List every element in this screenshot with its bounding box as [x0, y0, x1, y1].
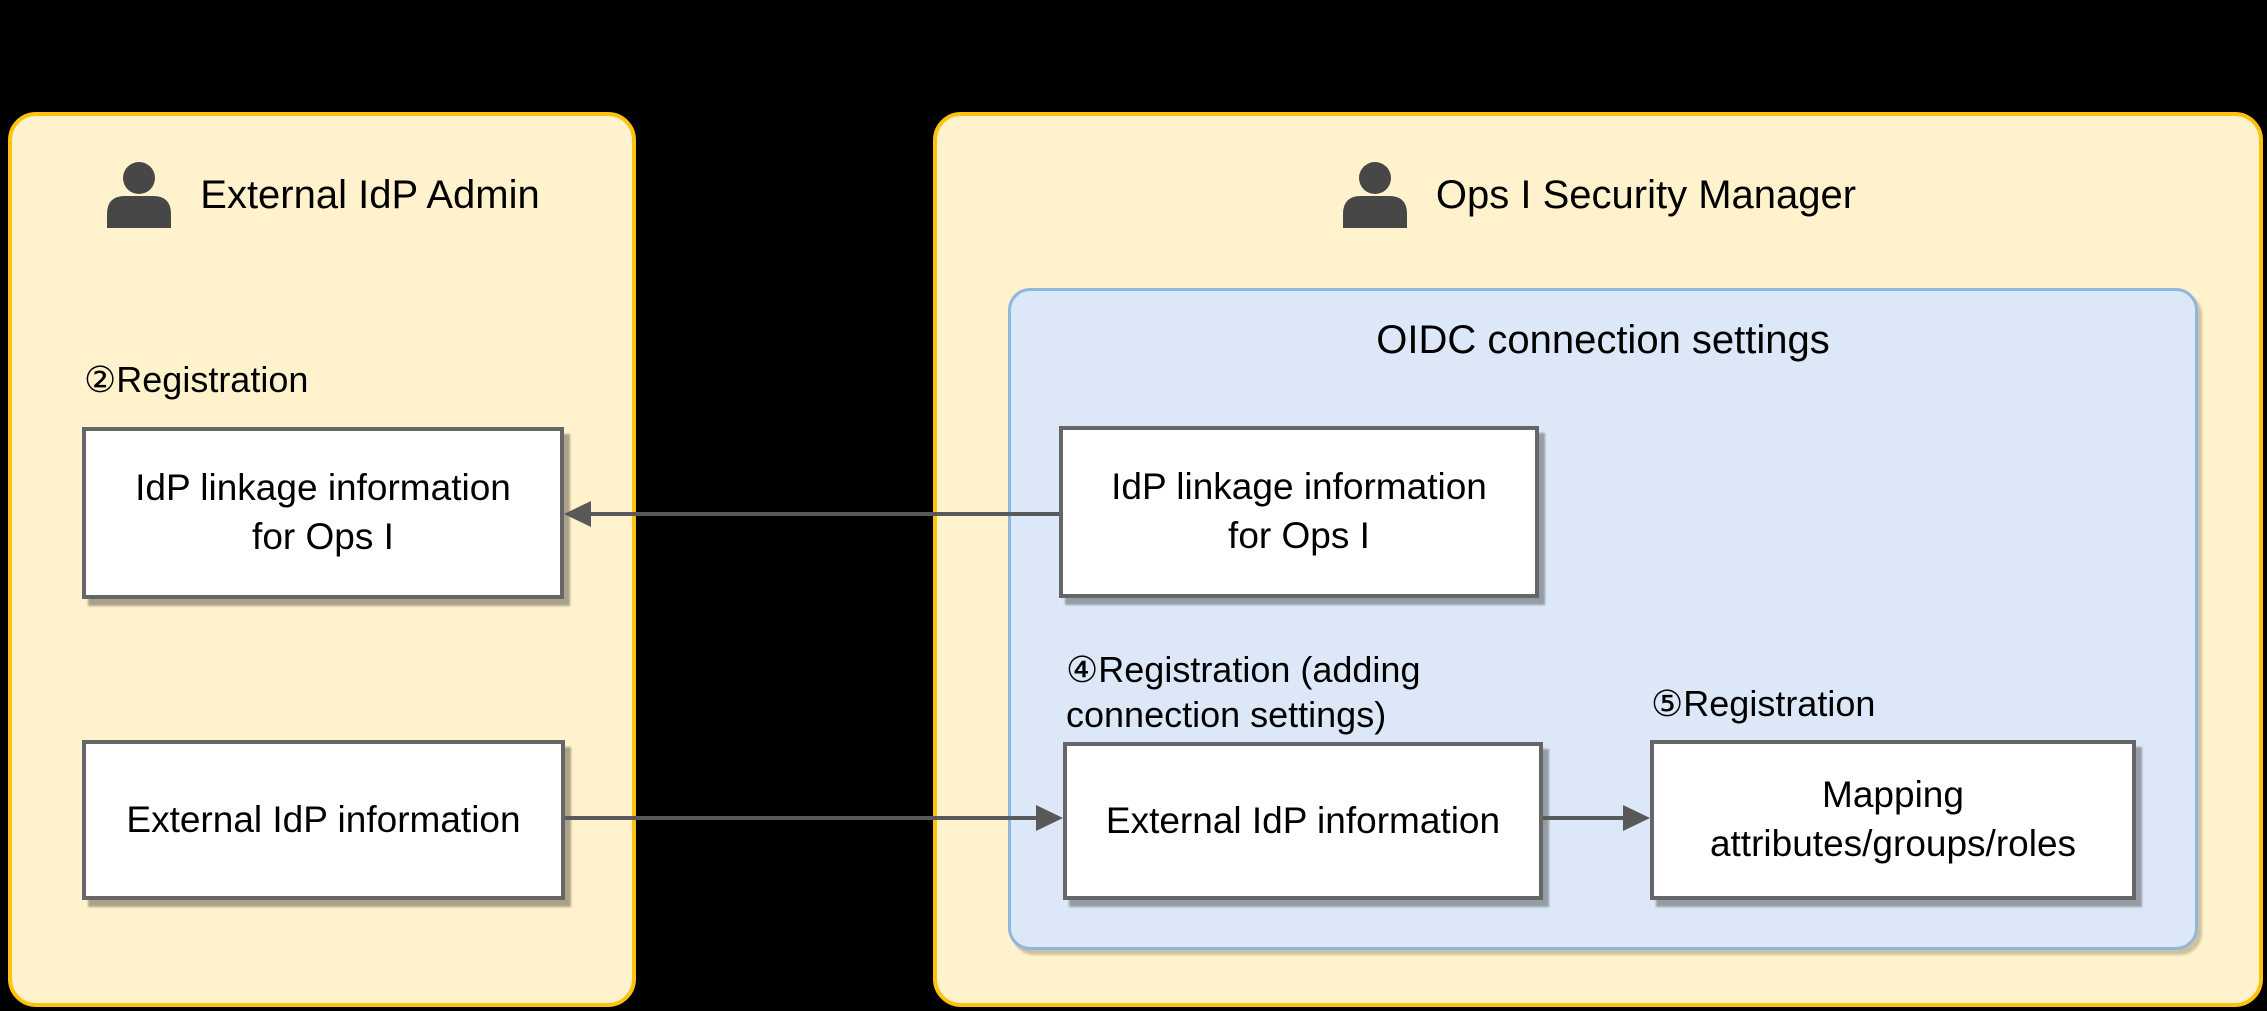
person-icon	[1340, 162, 1410, 228]
arrow-left-icon	[564, 501, 591, 527]
person-icon	[104, 162, 174, 228]
step2-registration-label: ②Registration	[84, 359, 309, 400]
arrow-right-icon	[1623, 805, 1650, 831]
right-panel-title: Ops I Security Manager	[1435, 172, 1857, 217]
mapping-registration-arrow-line	[1543, 816, 1625, 820]
idp-linkage-transfer-arrow-line	[590, 512, 1059, 516]
oidc-group-title: OIDC connection settings	[1376, 318, 1830, 362]
ops-i-external-idp-box: External IdP information	[1063, 742, 1543, 900]
external-admin-external-idp-box: External IdP information	[82, 740, 565, 900]
mapping-box: Mapping attributes/groups/roles	[1650, 740, 2136, 900]
left-panel-header: External IdP Admin	[8, 152, 636, 238]
external-admin-idp-linkage-box: IdP linkage information for Ops I	[82, 427, 564, 599]
left-panel-title: External IdP Admin	[200, 172, 540, 217]
external-idp-transfer-arrow-line	[565, 816, 1038, 820]
ops-i-idp-linkage-box: IdP linkage information for Ops I	[1059, 426, 1539, 598]
step4-registration-label: ④Registration (adding connection setting…	[1066, 649, 1421, 735]
step5-registration-label: ⑤Registration	[1651, 683, 1876, 724]
right-panel-header: Ops I Security Manager	[933, 152, 2263, 238]
arrow-right-icon	[1036, 805, 1063, 831]
